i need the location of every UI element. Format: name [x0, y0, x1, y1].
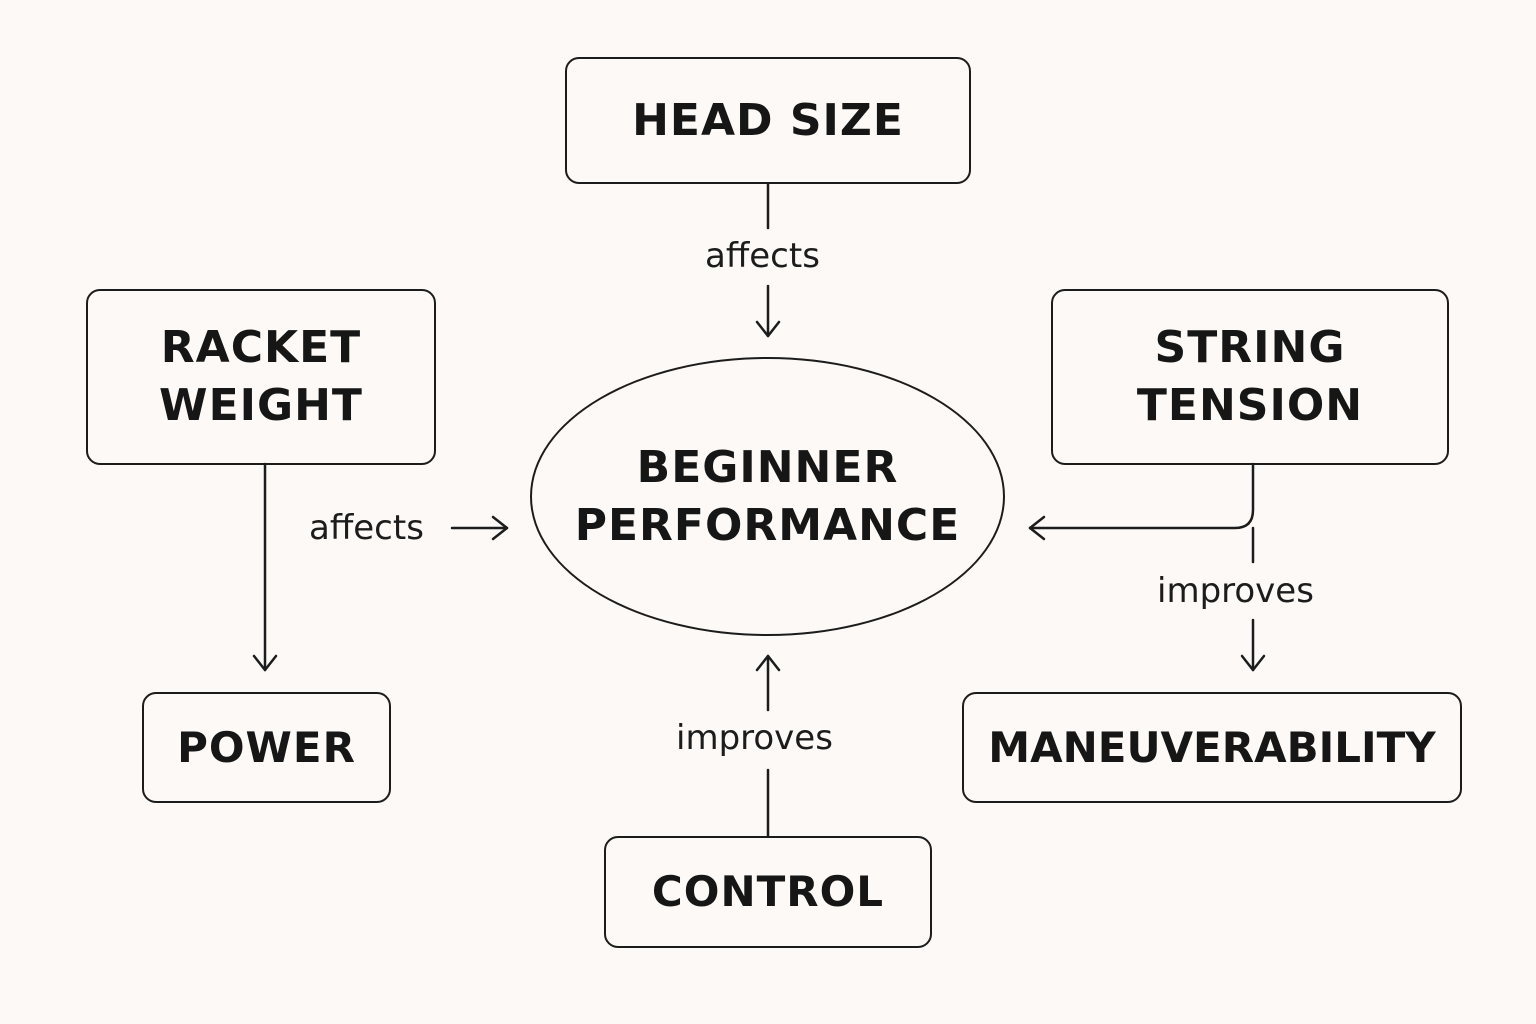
control-edge-label: improves: [676, 718, 833, 758]
power-label: POWER: [177, 722, 356, 772]
string-tension-label-line-2: TENSION: [1136, 380, 1364, 431]
racket-weight-edge-label: affects: [309, 508, 424, 548]
power-node: POWER: [142, 692, 391, 803]
performance-bottom-arrowhead: [755, 654, 781, 672]
control-node: CONTROL: [604, 836, 932, 948]
string-tension-node: STRING TENSION: [1051, 289, 1449, 465]
beginner-performance-node: BEGINNER PERFORMANCE: [530, 357, 1005, 636]
performance-right-arrowhead: [1028, 515, 1046, 541]
tension-edge-label: improves: [1157, 571, 1314, 611]
beginner-performance-label-line-1: BEGINNER: [636, 441, 899, 493]
head-size-edge-label: affects: [705, 236, 820, 276]
maneuverability-arrowhead: [1240, 654, 1266, 672]
maneuverability-label: MANEUVERABILITY: [988, 722, 1436, 772]
control-label: CONTROL: [651, 867, 885, 916]
power-arrowhead: [252, 654, 278, 672]
beginner-performance-label-line-2: PERFORMANCE: [574, 499, 961, 551]
head-size-arrowhead: [755, 320, 781, 338]
head-size-node: HEAD SIZE: [565, 57, 971, 184]
performance-left-arrowhead: [491, 515, 509, 541]
racket-weight-label-line-2: WEIGHT: [159, 380, 363, 431]
maneuverability-node: MANEUVERABILITY: [962, 692, 1462, 803]
string-tension-label-line-1: STRING: [1154, 322, 1346, 373]
racket-weight-label-line-1: RACKET: [160, 322, 362, 373]
racket-weight-node: RACKET WEIGHT: [86, 289, 436, 465]
head-size-label: HEAD SIZE: [632, 94, 904, 146]
tension-performance-connector: [1028, 462, 1255, 530]
